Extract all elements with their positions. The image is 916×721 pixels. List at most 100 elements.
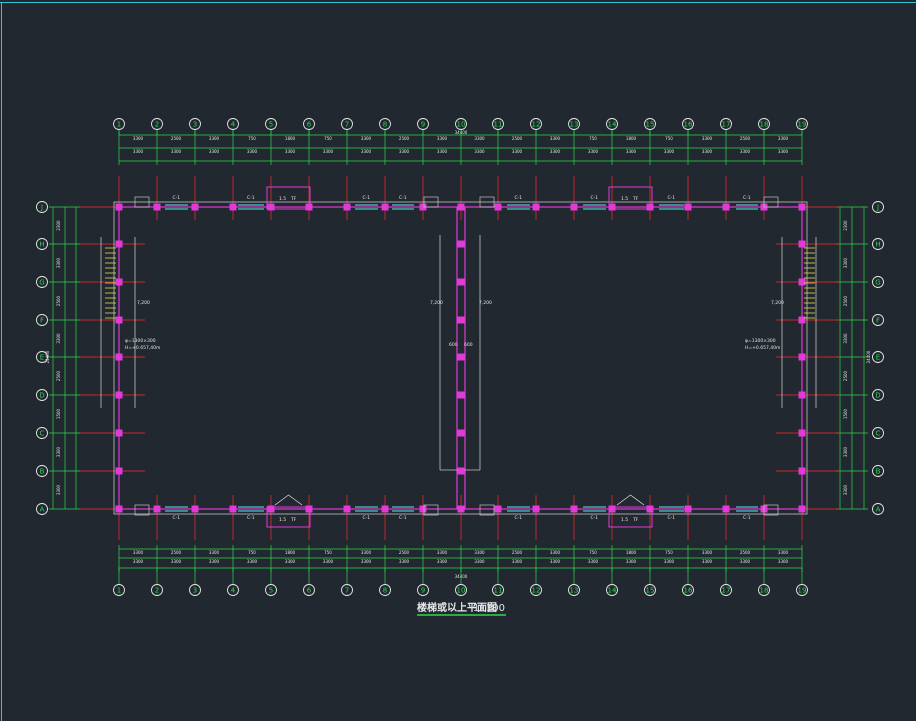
column-bottom	[532, 505, 540, 513]
entry-canopy	[423, 504, 439, 516]
column-bottom	[646, 505, 654, 513]
axis-bubble-right-B-label: B	[876, 468, 881, 476]
axis-bubble-bottom-19	[796, 584, 808, 596]
entry-canopy	[763, 504, 779, 516]
dim-text-bottom: 3300	[626, 559, 637, 564]
axis-bubble-top-3-label: 3	[193, 121, 197, 129]
dim-text-bottom: 3300	[437, 550, 448, 555]
axis-bubble-top-14-label: 14	[608, 121, 617, 129]
window-tag-top: C-1	[668, 195, 676, 201]
dim-text-top: 3300	[209, 136, 220, 141]
axis-bubble-left-F	[36, 314, 48, 326]
dim-text-left: 2300	[56, 220, 61, 231]
axis-bubble-bottom-15-label: 15	[646, 587, 655, 595]
window-tag-top: C-1	[247, 195, 255, 201]
dim-text-left: 2500	[56, 295, 61, 306]
column-bottom	[191, 505, 199, 513]
axis-bubble-top-13-label: 13	[570, 121, 579, 129]
dim-text-bottom: 3300	[702, 550, 713, 555]
axis-bubble-right-G	[872, 276, 884, 288]
column-left	[115, 429, 123, 437]
axis-bubble-bottom-5	[265, 584, 277, 596]
column-middle	[457, 353, 465, 361]
axis-bubble-bottom-8-label: 8	[383, 587, 387, 595]
window-tag-top: C-1	[515, 195, 523, 201]
dim-text-bottom: 3300	[171, 559, 182, 564]
dim-text-top: 750	[665, 136, 673, 141]
axis-bubble-top-18	[758, 118, 770, 130]
column-middle	[457, 278, 465, 286]
dim-text-bottom: 3300	[512, 559, 523, 564]
dim-text-top: 3300	[664, 149, 675, 154]
dim-text-bottom: 3300	[550, 559, 561, 564]
dim-text-right: 2500	[843, 295, 848, 306]
stair-opening-top	[608, 186, 653, 210]
dim-text-top: 2500	[399, 136, 410, 141]
dim-text-top: 2500	[740, 136, 751, 141]
stair-dim-right: 7,200	[771, 300, 784, 306]
axis-bubble-bottom-1-label: 1	[117, 587, 121, 595]
dim-text-top: 3300	[702, 149, 713, 154]
dim-text-top: 3300	[474, 149, 485, 154]
column-right	[798, 203, 806, 211]
column-right	[798, 505, 806, 513]
column-right	[798, 353, 806, 361]
axis-bubble-top-5	[265, 118, 277, 130]
column-right	[798, 391, 806, 399]
dim-text-bottom: 3300	[133, 559, 144, 564]
axis-bubble-bottom-15	[644, 584, 656, 596]
column-bottom	[722, 505, 730, 513]
dim-text-top: 3300	[740, 149, 751, 154]
axis-bubble-left-G-label: G	[39, 279, 44, 287]
dim-text-bottom: 2500	[399, 550, 410, 555]
column-top	[191, 203, 199, 211]
axis-bubble-top-1	[113, 118, 125, 130]
dim-text-top: 3300	[512, 149, 523, 154]
entry-canopy	[479, 196, 495, 208]
axis-bubble-top-11	[492, 118, 504, 130]
column-top	[419, 203, 427, 211]
column-top	[305, 203, 313, 211]
dim-text-top: 3300	[626, 149, 637, 154]
axis-bubble-bottom-18-label: 18	[760, 587, 769, 595]
axis-bubble-bottom-4-label: 4	[231, 587, 236, 595]
column-right	[798, 278, 806, 286]
dim-text-bottom: 2500	[171, 550, 182, 555]
axis-bubble-top-7	[341, 118, 353, 130]
axis-bubble-bottom-6	[303, 584, 315, 596]
dim-text-top: 3300	[550, 136, 561, 141]
axis-bubble-top-4	[227, 118, 239, 130]
column-left	[115, 353, 123, 361]
axis-bubble-top-16-label: 16	[684, 121, 693, 129]
dim-text-top: 3300	[778, 136, 789, 141]
stair-opening-bottom	[608, 506, 653, 528]
dim-text-left: 1500	[56, 408, 61, 419]
axis-bubble-right-F	[872, 314, 884, 326]
dim-text-bottom: 3300	[778, 550, 789, 555]
axis-bubble-bottom-1	[113, 584, 125, 596]
dim-text-bottom: 750	[248, 550, 256, 555]
dim-text-right: 3300	[843, 257, 848, 268]
column-top	[646, 203, 654, 211]
axis-bubble-right-E-label: E	[876, 354, 880, 362]
axis-bubble-top-5-label: 5	[269, 121, 273, 129]
axis-bubble-left-E	[36, 351, 48, 363]
dim-text-top: 3300	[209, 149, 220, 154]
stair-label: 1.5	[279, 196, 286, 202]
roof-hatch	[274, 494, 303, 506]
dim-text-top: 1800	[285, 136, 296, 141]
dim-text-bottom: 3300	[474, 550, 485, 555]
stair-opening-top	[266, 186, 311, 210]
dim-text-top: 750	[589, 136, 597, 141]
column-right	[798, 316, 806, 324]
axis-bubble-top-8	[379, 118, 391, 130]
dim-text-bottom: 750	[665, 550, 673, 555]
dim-text-top: 3300	[778, 149, 789, 154]
axis-bubble-bottom-16	[682, 584, 694, 596]
column-middle	[457, 391, 465, 399]
dim-text-bottom: 3300	[361, 550, 372, 555]
dim-text-right: 1500	[843, 408, 848, 419]
column-bottom	[267, 505, 275, 513]
dim-text-bottom: 3300	[740, 559, 751, 564]
